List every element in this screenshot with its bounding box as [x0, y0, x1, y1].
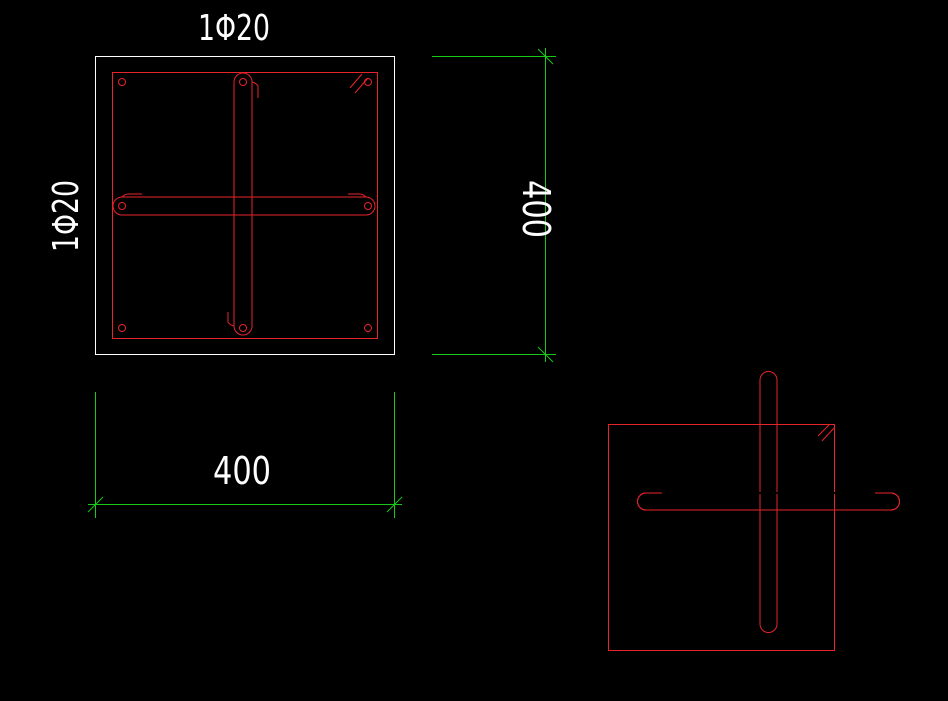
detail-stirrup-hook-2	[821, 427, 835, 442]
height-tick-top	[537, 48, 554, 65]
stirrup-detail	[608, 371, 900, 651]
stirrup-outer	[112, 72, 378, 339]
detail-stirrup-outline	[608, 424, 835, 651]
horizontal-tie-hook-right	[348, 193, 367, 198]
horizontal-tie-hook-left	[121, 193, 142, 198]
width-dimension: 400	[87, 392, 403, 518]
height-tick-bottom	[537, 346, 554, 363]
width-tick-right	[386, 496, 403, 513]
vertical-tie	[233, 72, 253, 336]
detail-horizontal-left-end	[637, 492, 662, 511]
height-value: 400	[514, 180, 558, 238]
vertical-tie-hook-top	[251, 81, 259, 98]
top-rebar-label: 1Φ20	[198, 8, 270, 49]
column-section	[95, 56, 395, 355]
corner-bar-top-left	[118, 78, 126, 86]
mid-bar-top	[239, 78, 247, 86]
detail-horizontal-tie	[637, 492, 900, 511]
vertical-tie-hook-bottom	[227, 312, 235, 327]
mid-bar-bottom	[239, 324, 247, 332]
width-tick-left	[87, 496, 104, 513]
column-outline	[95, 56, 395, 355]
mid-bar-right	[364, 202, 372, 210]
corner-bar-bottom-right	[364, 324, 372, 332]
side-rebar-label: 1Φ20	[46, 180, 87, 252]
stirrup-hook-2	[354, 77, 369, 94]
mid-bar-left	[118, 202, 126, 210]
width-value: 400	[213, 449, 271, 493]
detail-horizontal-right-end	[875, 492, 900, 511]
detail-vertical-tie	[759, 371, 778, 633]
horizontal-tie	[112, 196, 376, 216]
corner-bar-bottom-left	[118, 324, 126, 332]
stirrup-hook-1	[349, 73, 363, 89]
corner-bar-top-right	[364, 78, 372, 86]
height-dimension: 400	[432, 48, 558, 363]
detail-stirrup-hook-1	[817, 423, 831, 437]
